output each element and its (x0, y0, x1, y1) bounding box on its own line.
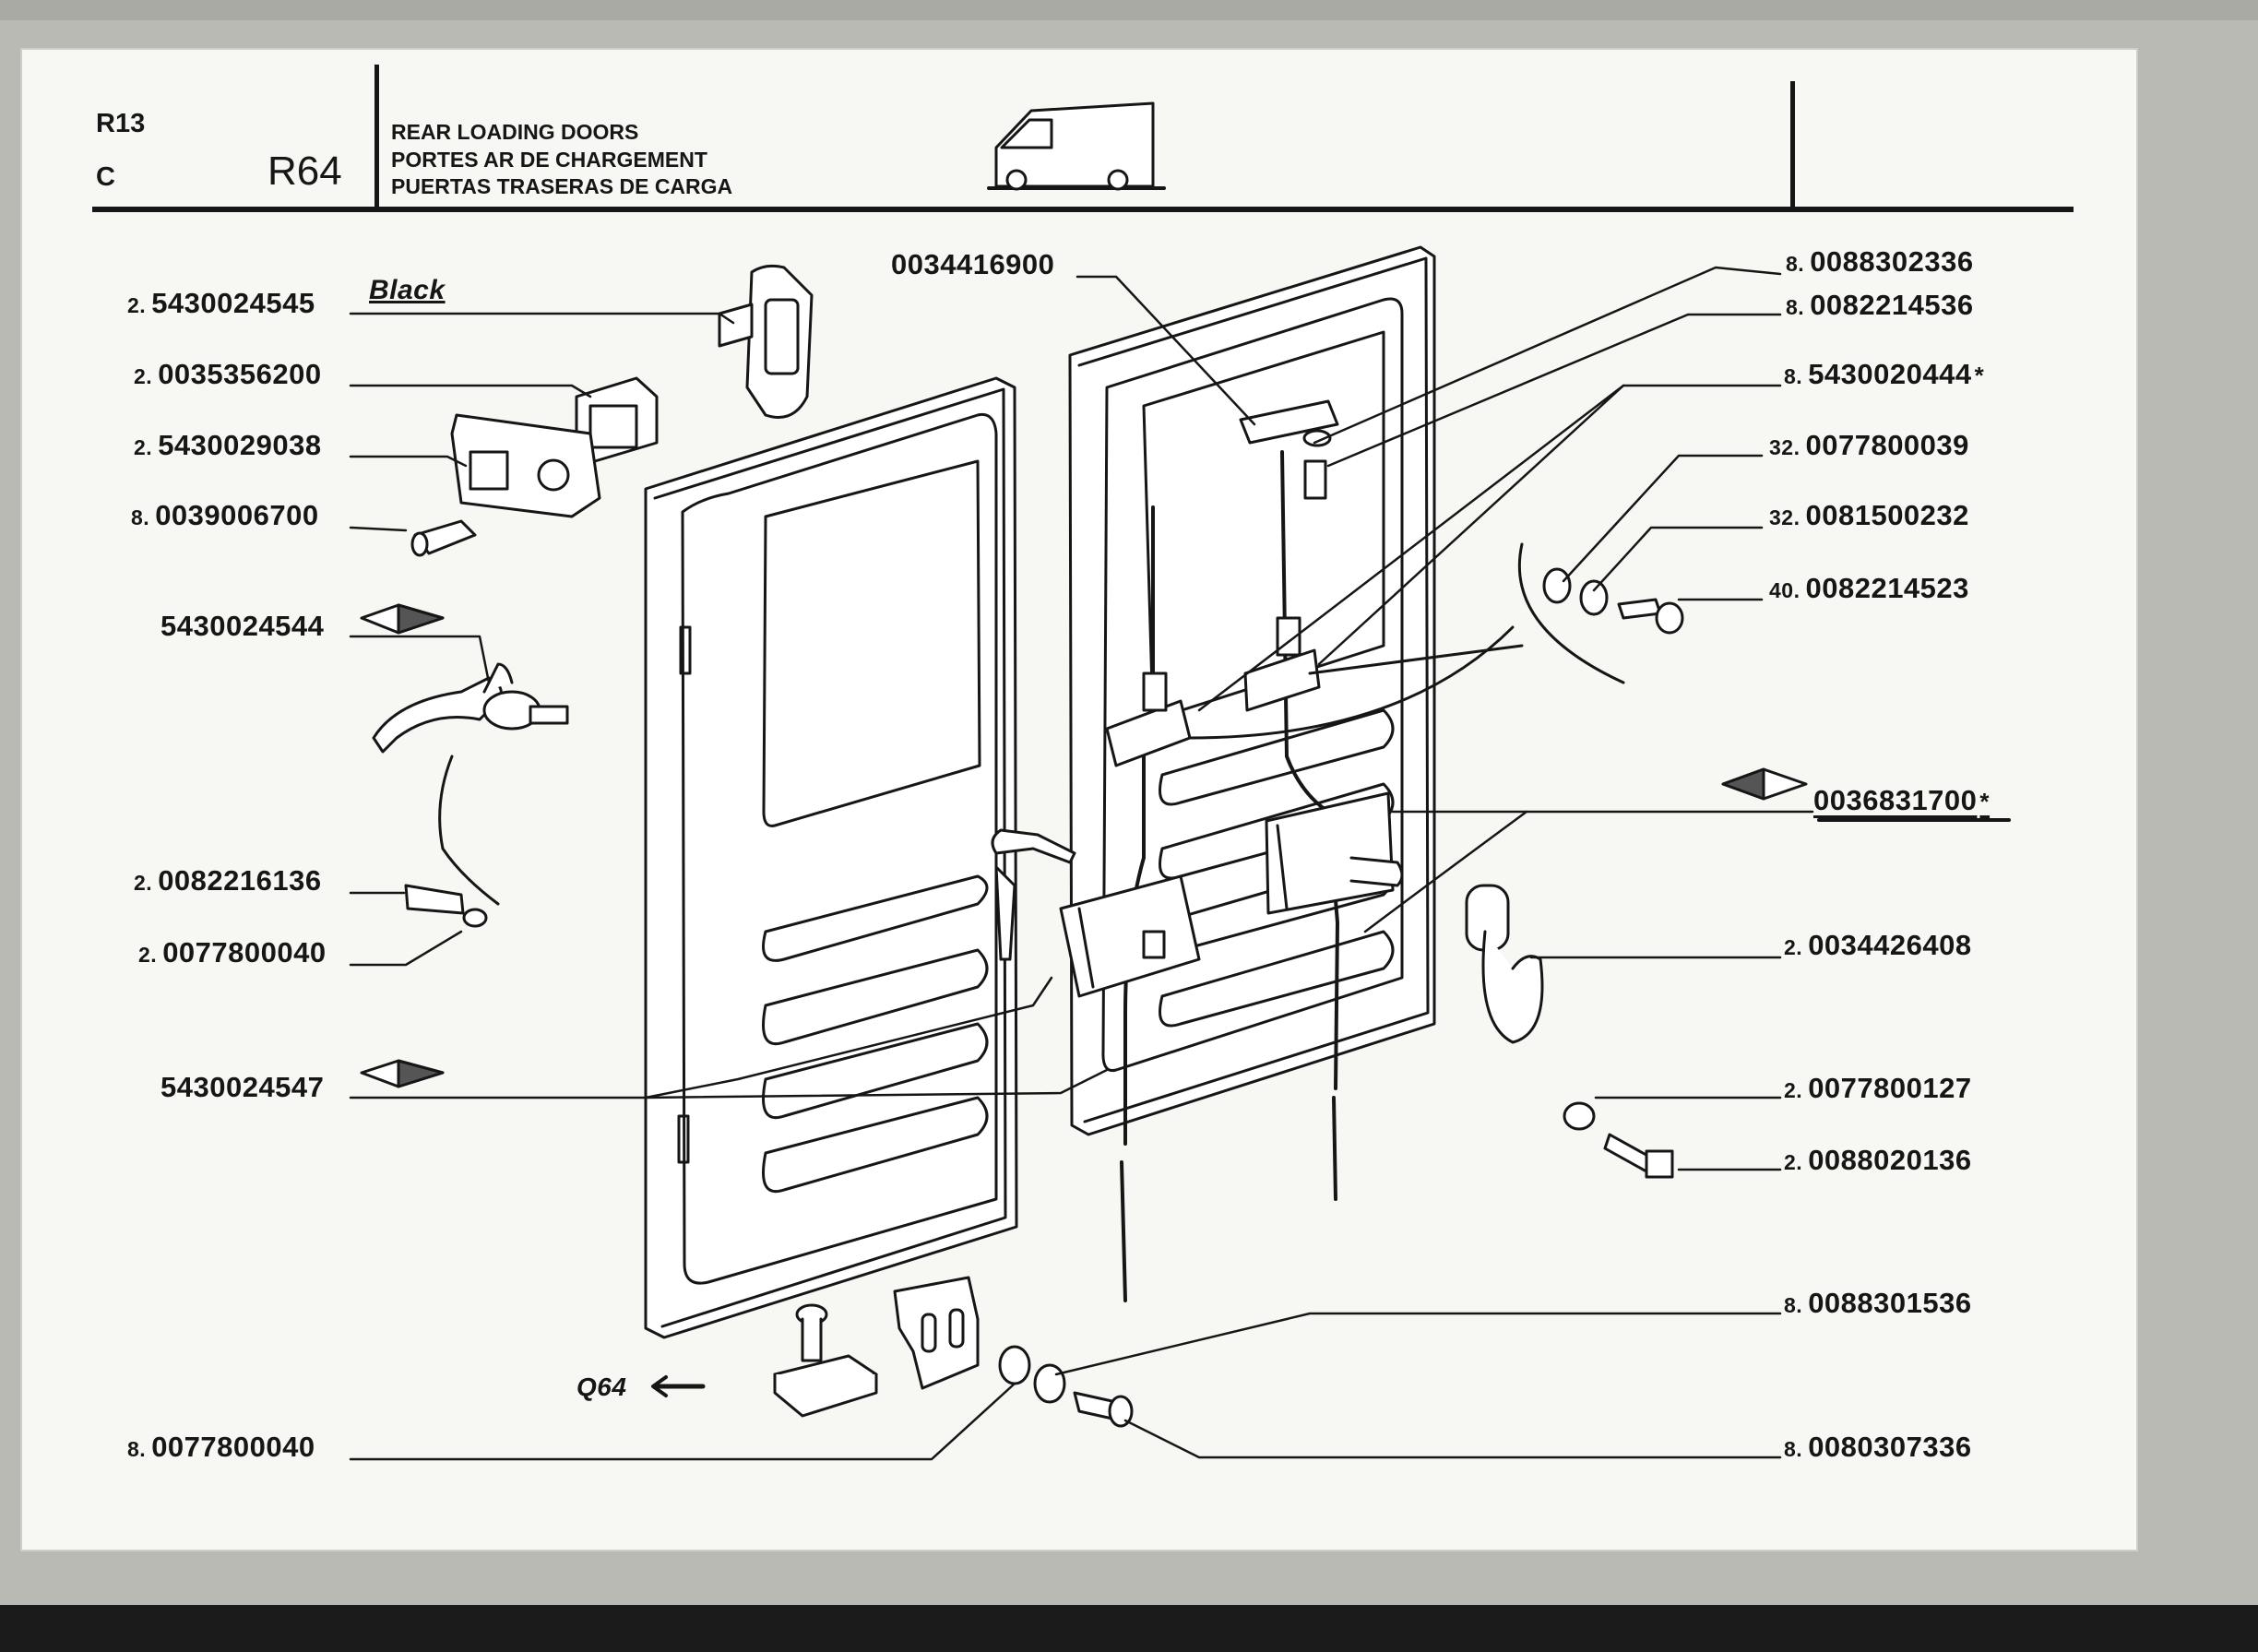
callout-part-label: 5430024544 (160, 610, 325, 642)
title-es: PUERTAS TRASERAS DE CARGA (391, 174, 733, 198)
header-divider (374, 65, 379, 210)
header-rule (92, 207, 2074, 212)
handle-screw (404, 884, 488, 928)
section-reference-link[interactable]: Q64 (576, 1373, 627, 1401)
callout-part-label: 8.0077800040 (127, 1431, 315, 1463)
keys (991, 828, 1076, 961)
callout-part-label: 32.0077800039 (1769, 429, 1969, 461)
striker-plate (1239, 399, 1339, 500)
callout-part-label: 2.0088020136 (1784, 1144, 1972, 1176)
scan-border-top (0, 0, 2258, 20)
title-en: REAR LOADING DOORS (391, 120, 639, 144)
color-note: Black (369, 275, 446, 305)
callout-part-label: 8.5430020444* (1784, 358, 1985, 390)
van-icon (987, 101, 1166, 191)
rubber-buffer (575, 376, 659, 463)
washers-and-bolts (1542, 567, 1684, 1179)
bracket-plate (450, 413, 601, 518)
callout-part-label: 2.0077800040 (138, 936, 327, 969)
screw-small (410, 519, 477, 557)
callout-part-label: 2.5430024545 (127, 287, 315, 319)
reference-triangles (360, 603, 1808, 1088)
hinge-bracket (893, 1276, 980, 1390)
callout-part-label: 8.0088301536 (1784, 1287, 1972, 1319)
callout-part-label: 32.0081500232 (1769, 499, 1969, 531)
door-handle (372, 662, 569, 754)
callout-part-label: 2.0034426408 (1784, 929, 1972, 961)
left-door-panel (644, 376, 1018, 1339)
callout-part-label: 2.0082216136 (134, 864, 322, 897)
model-code: R13 (96, 109, 146, 138)
callout-part-label: 2.0035356200 (134, 358, 322, 390)
callout-part-label: 2.5430029038 (134, 429, 322, 461)
leader-lines (349, 266, 1814, 1461)
arrow-head-icon (651, 1375, 668, 1397)
hinge-pin-block (773, 1303, 878, 1418)
door-stop-bracket (718, 264, 814, 419)
callout-part-label: 0034416900 (891, 248, 1055, 280)
header-divider-right (1790, 81, 1795, 210)
page-code: R64 (267, 149, 342, 194)
callout-part-label: 8.0080307336 (1784, 1431, 1972, 1463)
callout-part-label: 8.0082214536 (1786, 289, 1974, 321)
door-locks (1059, 791, 1404, 998)
callout-part-label: 0036831700* (1813, 784, 1991, 816)
cable-lines (1188, 542, 1625, 740)
rod-guides (1105, 616, 1321, 767)
scan-border-bottom (0, 1605, 2258, 1652)
callout-part-label: 5430024547 (160, 1071, 325, 1103)
callout-part-label: 2.0077800127 (1784, 1072, 1972, 1104)
callout-part-label: 40.0082214523 (1769, 572, 1969, 604)
callout-part-label: 8.0039006700 (131, 499, 319, 531)
callout-part-label: 8.0088302336 (1786, 245, 1974, 278)
bottom-washers (998, 1345, 1134, 1428)
section-code: C (96, 162, 115, 192)
door-retainer-strap (1465, 884, 1544, 1044)
title-fr: PORTES AR DE CHARGEMENT (391, 148, 707, 172)
